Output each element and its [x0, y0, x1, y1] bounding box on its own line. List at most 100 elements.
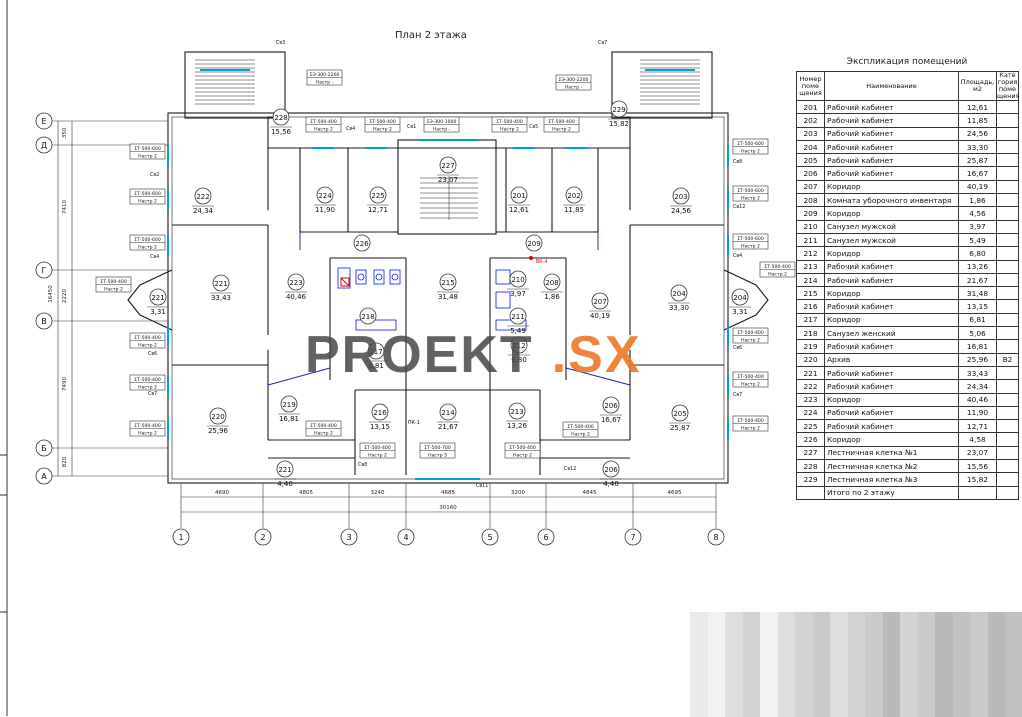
window-tag-setting: Настр 2 — [552, 127, 571, 133]
blur-cell — [743, 682, 761, 700]
blur-cell — [900, 647, 918, 665]
blur-cell — [900, 630, 918, 648]
blur-cell — [708, 682, 726, 700]
room-number: 228 — [274, 114, 287, 122]
room-area: 3,31 — [732, 308, 748, 316]
blur-cell — [865, 647, 883, 665]
cell-area: 15,82 — [959, 473, 997, 486]
mark-label: Св7 — [598, 40, 607, 46]
cell-area: 16,67 — [959, 167, 997, 180]
window-tag-setting: Настр 2 — [741, 244, 760, 250]
window-tag-type: ΣЭ-300-2200 — [310, 72, 340, 78]
window-tag-setting: Настр 2 — [138, 343, 157, 349]
blur-cell — [953, 612, 971, 630]
cell-num: 220 — [797, 353, 825, 366]
cell-num: 202 — [797, 114, 825, 127]
room-area: 12,61 — [509, 206, 529, 214]
blur-cell — [900, 665, 918, 683]
dimension-text: 4690 — [215, 490, 229, 496]
window-tag-type: ΣЭ-300-1000 — [427, 119, 457, 125]
blur-cell — [690, 682, 708, 700]
cell-cat — [997, 140, 1019, 153]
window-tag-type: ΣТ-500-600 — [134, 146, 161, 152]
window-tag-type: ΣТ-500-400 — [567, 424, 594, 430]
room-number: 213 — [510, 408, 523, 416]
window-tag-setting: Настр 2 — [314, 127, 333, 133]
room-number: 208 — [545, 279, 558, 287]
room-explication: Экспликация помещений Номер поме щения Н… — [796, 57, 1018, 500]
cell-area: 25,87 — [959, 154, 997, 167]
blur-cell — [690, 612, 708, 630]
room-number: 207 — [593, 298, 606, 306]
explication-table: Номер поме щения Наименование Площадь, м… — [796, 71, 1019, 500]
cell-cat — [997, 287, 1019, 300]
cell-area: 24,56 — [959, 127, 997, 140]
axis-label-row: Д — [41, 141, 47, 150]
blur-cell — [813, 665, 831, 683]
blur-cell — [900, 700, 918, 717]
room-area: 13,15 — [370, 423, 390, 431]
window-tag-setting: Настр 2 — [373, 127, 392, 133]
cell-area: 24,34 — [959, 380, 997, 393]
blur-cell — [988, 630, 1006, 648]
room-number: 203 — [674, 193, 687, 201]
window-tag-setting: Настр 2 — [138, 385, 157, 391]
cell-name: Коридор — [825, 433, 959, 446]
cell-cat — [997, 273, 1019, 286]
room-number: 204 — [733, 294, 747, 302]
window-tag-setting: Настр 2 — [513, 453, 532, 459]
blur-cell — [830, 612, 848, 630]
cell-name: Лестничная клетка №3 — [825, 473, 959, 486]
cell-area: 1,86 — [959, 194, 997, 207]
blur-cell — [848, 682, 866, 700]
blur-cell — [778, 630, 796, 648]
cell-cat — [997, 486, 1019, 499]
mark-label: Св11 — [476, 483, 488, 489]
dimension-text: 16450 — [48, 285, 54, 303]
blur-cell — [690, 665, 708, 683]
cell-name: Рабочий кабинет — [825, 406, 959, 419]
mark-label: Св2 — [150, 172, 159, 178]
dimension-text: 4685 — [441, 490, 455, 496]
blur-cell — [900, 612, 918, 630]
cell-area: 12,71 — [959, 420, 997, 433]
blur-cell — [935, 682, 953, 700]
watermark-suffix: .SX — [552, 326, 642, 384]
blur-cell — [830, 647, 848, 665]
blur-cell — [935, 630, 953, 648]
blur-cell — [953, 630, 971, 648]
room-area: 1,86 — [544, 293, 560, 301]
blur-cell — [778, 647, 796, 665]
cell-num: 229 — [797, 473, 825, 486]
window-tag-type: ΣТ-500-400 — [134, 377, 161, 383]
axis-label-row: В — [41, 317, 47, 326]
blur-cell — [690, 700, 708, 717]
cell-name: Рабочий кабинет — [825, 127, 959, 140]
window-tag-setting: Настр 2 — [368, 453, 387, 459]
cell-cat — [997, 380, 1019, 393]
cell-cat — [997, 207, 1019, 220]
cell-num: 217 — [797, 313, 825, 326]
room-area: 16,67 — [601, 416, 621, 424]
axis-label-col: 1 — [178, 533, 183, 542]
window-tag-type: ΣТ-500-400 — [134, 335, 161, 341]
cell-cat — [997, 446, 1019, 459]
window-tag-type: ΣТ-500-600 — [134, 191, 161, 197]
room-area: 13,26 — [507, 422, 528, 430]
axis-label-row: Е — [41, 117, 46, 126]
cell-name: Коридор — [825, 180, 959, 193]
window-tag-type: ΣТ-500-400 — [364, 445, 391, 451]
cell-num: 228 — [797, 460, 825, 473]
window-tag-setting: Настр 2 — [741, 338, 760, 344]
